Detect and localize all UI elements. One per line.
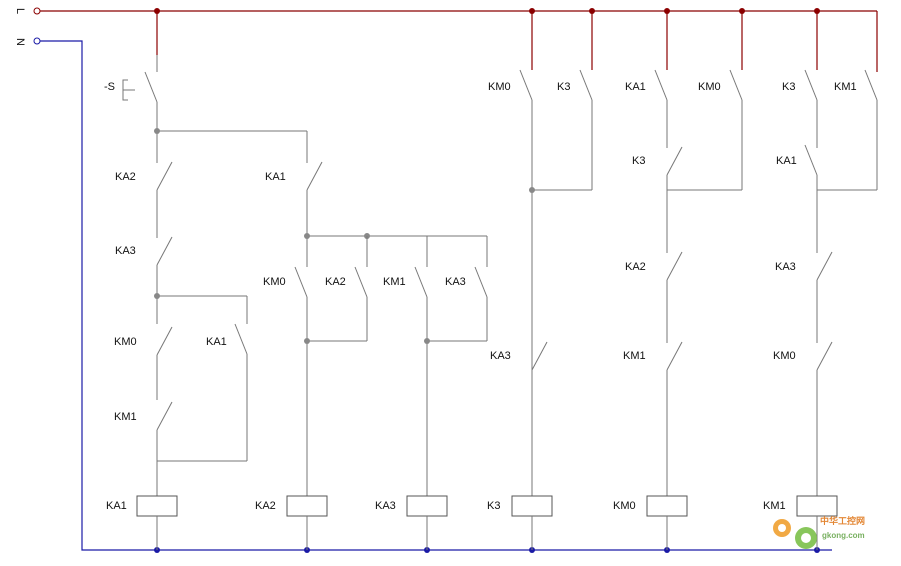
contact-label: KM0	[114, 336, 137, 348]
nc-contact	[816, 251, 833, 281]
relay-coil	[136, 495, 178, 517]
coil-label: KA3	[375, 500, 396, 512]
rung-km0: KA1 KM0 K3 KA2 KM1 KM0	[613, 69, 743, 550]
watermark-en: gkong.com	[822, 531, 865, 540]
relay-coil	[286, 495, 328, 517]
switch-label: -S	[104, 81, 115, 93]
line-rail: L	[14, 7, 878, 72]
coil-label: KM1	[763, 500, 786, 512]
coil-label: KA1	[106, 500, 127, 512]
contact-label: KA3	[490, 350, 511, 362]
relay-coil	[406, 495, 448, 517]
relay-coil	[511, 495, 553, 517]
contact-label: KM1	[114, 411, 137, 423]
contact-label: KA1	[206, 336, 227, 348]
switch-contact	[144, 71, 158, 103]
coil-label: K3	[487, 500, 500, 512]
watermark-cn: 中华工控网	[820, 515, 865, 527]
contact-label: K3	[557, 81, 570, 93]
contact-label: K3	[782, 81, 795, 93]
nc-contact	[156, 236, 173, 266]
gear-icon	[773, 519, 817, 549]
contact-label: KA2	[625, 261, 646, 273]
no-contact	[474, 266, 488, 298]
rung-k3: KM0 K3 KA3 K3	[487, 69, 593, 550]
nc-contact	[156, 401, 173, 431]
no-contact	[804, 144, 818, 176]
neutral-terminal-label: N	[14, 38, 26, 46]
contact-label: KM0	[698, 81, 721, 93]
rung-km1: K3 KM1 KA1 KA3 KM0 KM1	[763, 69, 878, 550]
coil-label: KM0	[613, 500, 636, 512]
no-contact	[354, 266, 368, 298]
neutral-rail: N	[14, 37, 832, 551]
contact-label: KM0	[773, 350, 796, 362]
contact-label: KA3	[445, 276, 466, 288]
no-contact	[804, 69, 818, 101]
contact-label: KM1	[834, 81, 857, 93]
contact-label: KM0	[263, 276, 286, 288]
contact-label: KA2	[325, 276, 346, 288]
relay-coil	[646, 495, 688, 517]
contact-label: KM1	[383, 276, 406, 288]
coil-label: KA2	[255, 500, 276, 512]
pushbutton-actuator	[122, 79, 135, 101]
line-terminal-label: L	[14, 8, 26, 14]
contact-label: K3	[632, 155, 645, 167]
no-contact	[414, 266, 428, 298]
nc-contact	[666, 341, 683, 371]
neutral-terminal	[33, 37, 41, 45]
no-contact	[519, 69, 533, 101]
line-terminal	[33, 7, 41, 15]
relay-coil	[796, 495, 838, 517]
contact-label: KA3	[775, 261, 796, 273]
no-contact	[864, 69, 878, 101]
nc-contact	[156, 326, 173, 356]
nc-contact	[666, 146, 683, 176]
nc-contact	[531, 341, 548, 371]
no-contact	[729, 69, 743, 101]
no-contact	[234, 323, 248, 355]
contact-label: KM1	[623, 350, 646, 362]
contact-label: KA1	[625, 81, 646, 93]
no-contact	[579, 69, 593, 101]
rung-ka3: KM1 KA3 KA3	[375, 236, 488, 550]
contact-label: KA3	[115, 245, 136, 257]
contact-label: KM0	[488, 81, 511, 93]
watermark-logo: 中华工控网 gkong.com	[773, 515, 865, 549]
nc-contact	[816, 341, 833, 371]
rung-ka2: KA1 KM0 KA2 KA2	[255, 131, 487, 550]
no-contact	[294, 266, 308, 298]
contact-label: KA1	[776, 155, 797, 167]
nc-contact	[306, 161, 323, 191]
rung-ka1: -S KA2 KA3 KM0 KA1 KM1 KA1	[104, 55, 307, 550]
contact-label: KA1	[265, 171, 286, 183]
contact-label: KA2	[115, 171, 136, 183]
no-contact	[654, 69, 668, 101]
nc-contact	[156, 161, 173, 191]
nc-contact	[666, 251, 683, 281]
